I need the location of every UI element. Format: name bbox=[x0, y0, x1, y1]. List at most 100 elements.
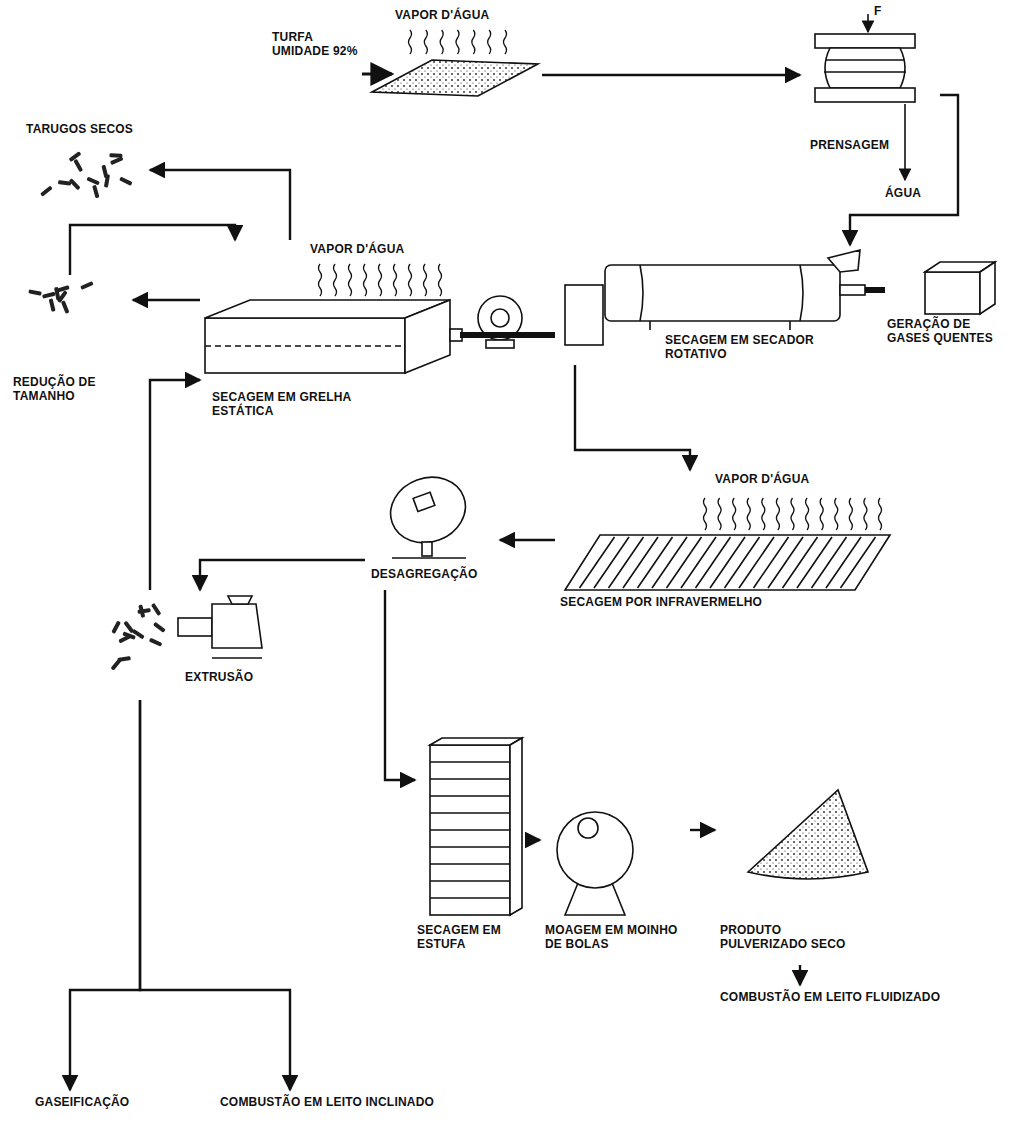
rotary-dryer bbox=[840, 285, 865, 295]
steam-line bbox=[424, 30, 427, 54]
illustration-part bbox=[28, 14, 995, 915]
step-note: VAPOR D'ÁGUA bbox=[715, 472, 865, 486]
flow-arrow bbox=[385, 590, 415, 780]
oven-shelf bbox=[430, 829, 510, 831]
hot-gas-generator bbox=[980, 262, 995, 314]
step-label: PRENSAGEM bbox=[810, 138, 920, 152]
pellet bbox=[69, 151, 82, 162]
pellets bbox=[28, 151, 165, 671]
infrared-grid bbox=[565, 535, 890, 590]
rotary-dryer bbox=[605, 265, 840, 321]
steam-line bbox=[439, 264, 442, 296]
steam-line bbox=[409, 264, 412, 296]
steam-line bbox=[762, 498, 765, 530]
process-step: REDUÇÃO DE TAMANHO bbox=[8, 275, 133, 415]
rotary-dryer bbox=[640, 265, 803, 321]
step-note: VAPOR D'ÁGUA bbox=[310, 242, 450, 256]
grid-slat bbox=[797, 537, 832, 588]
step-label: REDUÇÃO DE TAMANHO bbox=[13, 375, 125, 404]
flow-arrow bbox=[70, 225, 235, 275]
oven-shelf bbox=[430, 846, 510, 848]
grid-slat bbox=[710, 537, 745, 588]
steam-line bbox=[379, 264, 382, 296]
pellet bbox=[42, 292, 56, 299]
process-step: DESAGREGAÇÃO bbox=[365, 470, 500, 590]
steam-line bbox=[456, 30, 459, 54]
peat-sheet bbox=[372, 60, 538, 96]
flow-arrow bbox=[70, 700, 140, 1090]
pellet bbox=[153, 622, 166, 633]
pipe-connector bbox=[865, 287, 885, 293]
drying-oven bbox=[430, 738, 522, 745]
step-label: SECAGEM EM GRELHA ESTÁTICA bbox=[212, 390, 362, 419]
steam-lines bbox=[319, 30, 882, 530]
flow-label: ÁGUA bbox=[884, 186, 922, 200]
static-grate-dryer bbox=[205, 318, 405, 373]
pellet bbox=[69, 178, 81, 190]
steam-line bbox=[776, 498, 779, 530]
grid-slat bbox=[638, 537, 673, 588]
step-label: COMBUSTÃO EM LEITO FLUIDIZADO bbox=[720, 990, 970, 1004]
step-label: SECAGEM EM SECADOR ROTATIVO bbox=[665, 333, 815, 362]
extruder bbox=[212, 657, 262, 659]
pellet bbox=[92, 185, 99, 199]
rotary-dryer bbox=[828, 250, 860, 272]
extruder bbox=[212, 604, 262, 648]
flow-arrow bbox=[690, 829, 715, 831]
flow-arrow bbox=[525, 839, 540, 841]
press bbox=[815, 88, 915, 102]
ball-mill bbox=[578, 818, 598, 838]
oven-shelf bbox=[430, 863, 510, 865]
disaggregation-drum bbox=[413, 492, 435, 511]
drying-oven bbox=[430, 762, 510, 898]
press bbox=[825, 48, 905, 88]
pellet bbox=[101, 165, 108, 179]
process-step: EXTRUSÃO bbox=[100, 590, 270, 700]
grid-slat bbox=[768, 537, 803, 588]
pellet bbox=[109, 153, 122, 157]
flow-label: F bbox=[873, 4, 883, 18]
steam-line bbox=[849, 498, 852, 530]
drying-oven bbox=[430, 745, 510, 915]
pellet bbox=[80, 281, 94, 290]
flow-arrow bbox=[200, 560, 365, 590]
steam-line bbox=[334, 264, 337, 296]
pellet bbox=[111, 621, 121, 634]
pellet bbox=[73, 159, 83, 172]
infrared-grid bbox=[580, 537, 876, 588]
extruder bbox=[178, 596, 262, 658]
disaggregation-drum bbox=[392, 557, 466, 559]
step-label: MOAGEM EM MOINHO DE BOLAS bbox=[545, 923, 685, 952]
fan bbox=[491, 309, 509, 327]
press bbox=[815, 14, 915, 180]
grid-slat bbox=[739, 537, 774, 588]
pipe-connector bbox=[460, 332, 555, 338]
steam-line bbox=[364, 264, 367, 296]
process-step: MOAGEM EM MOINHO DE BOLAS bbox=[540, 790, 690, 965]
grid-slat bbox=[696, 537, 731, 588]
grid-slat bbox=[652, 537, 687, 588]
flow-arrow bbox=[575, 365, 690, 470]
pellet bbox=[110, 156, 124, 165]
process-step: PRODUTO PULVERIZADO SECO bbox=[715, 780, 875, 965]
flow-arrow bbox=[500, 539, 555, 541]
infrared-grid bbox=[565, 535, 890, 590]
rotary-dryer bbox=[565, 285, 603, 345]
grid-slat bbox=[826, 537, 861, 588]
grid-slat bbox=[725, 537, 760, 588]
flow-arrow bbox=[140, 700, 290, 1090]
pellet bbox=[138, 604, 145, 618]
extruder bbox=[228, 596, 252, 604]
drying-oven bbox=[430, 738, 522, 915]
oven-shelf bbox=[430, 778, 510, 780]
oven-shelf bbox=[430, 897, 510, 899]
steam-line bbox=[791, 498, 794, 530]
steam-line bbox=[488, 30, 491, 54]
pellet bbox=[111, 658, 122, 671]
press bbox=[867, 14, 869, 32]
steam-line bbox=[349, 264, 352, 296]
fan bbox=[478, 296, 522, 348]
steam-line bbox=[704, 498, 707, 530]
steam-line bbox=[394, 264, 397, 296]
steam-line bbox=[806, 498, 809, 530]
